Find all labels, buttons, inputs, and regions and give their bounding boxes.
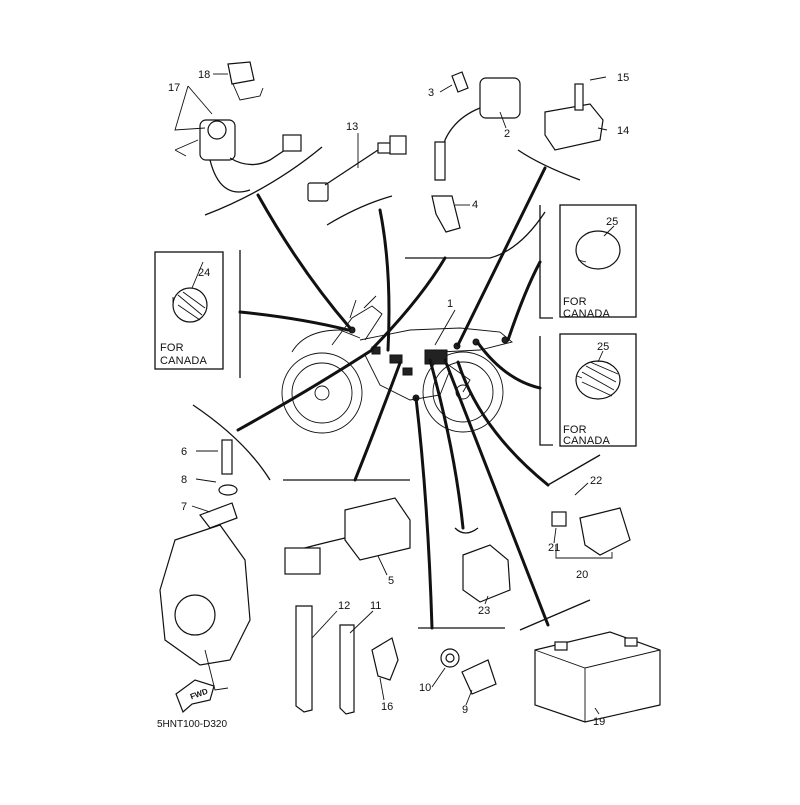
carburetor xyxy=(159,439,251,691)
callout-6: 6 xyxy=(181,446,187,458)
canada-box-right-bottom xyxy=(559,333,637,447)
callout-8: 8 xyxy=(181,474,187,486)
callout-23: 23 xyxy=(478,605,490,617)
callout-13: 13 xyxy=(346,121,358,133)
callout-4: 4 xyxy=(472,199,478,211)
main-switch-assembly xyxy=(174,61,302,193)
callout-17: 17 xyxy=(168,82,180,94)
callout-7: 7 xyxy=(181,501,187,513)
callout-14: 14 xyxy=(617,125,629,137)
canada-box-left xyxy=(154,251,224,370)
callout-12: 12 xyxy=(338,600,350,612)
canada-note-bottom-line1: FOR xyxy=(563,424,587,436)
callout-11: 11 xyxy=(370,600,381,612)
lead-wire xyxy=(307,135,407,202)
leader-lines xyxy=(192,146,601,631)
motorcycle-outline xyxy=(281,295,513,434)
callout-1: 1 xyxy=(447,298,453,310)
canada-note-left-line2: CANADA xyxy=(160,355,208,367)
canada-note-top-line2: CANADA xyxy=(563,308,611,320)
callout-18: 18 xyxy=(198,69,210,81)
callout-5: 5 xyxy=(388,575,394,587)
canada-note-top-line1: FOR xyxy=(563,296,587,308)
callout-25-top: 25 xyxy=(606,216,618,228)
callout-16: 16 xyxy=(381,701,393,713)
starter-relay xyxy=(551,507,631,559)
plastic-bands xyxy=(295,605,355,715)
neutral-switch xyxy=(440,648,497,695)
callout-3: 3 xyxy=(428,87,434,99)
callout-10: 10 xyxy=(419,682,431,694)
flasher-relay xyxy=(462,544,511,603)
drawing-code: 5HNT100-D320 xyxy=(157,719,227,730)
callout-22: 22 xyxy=(590,475,602,487)
relay xyxy=(544,83,604,151)
callout-9: 9 xyxy=(462,704,468,716)
callout-2: 2 xyxy=(504,128,510,140)
canada-box-right-top xyxy=(559,204,637,318)
battery xyxy=(534,631,661,723)
canada-note-left-line1: FOR xyxy=(160,342,184,354)
ignition-coil xyxy=(431,71,521,233)
canada-note-bottom-line2: CANADA xyxy=(563,435,611,447)
region-notes: FOR CANADA FOR CANADA FOR CANADA xyxy=(160,296,611,447)
callout-numbers: 1 2 3 4 5 6 7 8 9 10 11 12 13 14 15 16 1… xyxy=(168,69,629,728)
callout-25-bottom: 25 xyxy=(597,341,609,353)
callout-15: 15 xyxy=(617,72,629,84)
callout-21: 21 xyxy=(548,542,560,554)
callout-19: 19 xyxy=(593,716,605,728)
fwd-arrow-icon xyxy=(175,679,215,714)
callout-20: 20 xyxy=(576,569,588,581)
cdi-unit xyxy=(284,497,411,575)
callout-leaders xyxy=(174,73,615,715)
clamp xyxy=(371,637,399,681)
callout-24: 24 xyxy=(198,267,210,279)
